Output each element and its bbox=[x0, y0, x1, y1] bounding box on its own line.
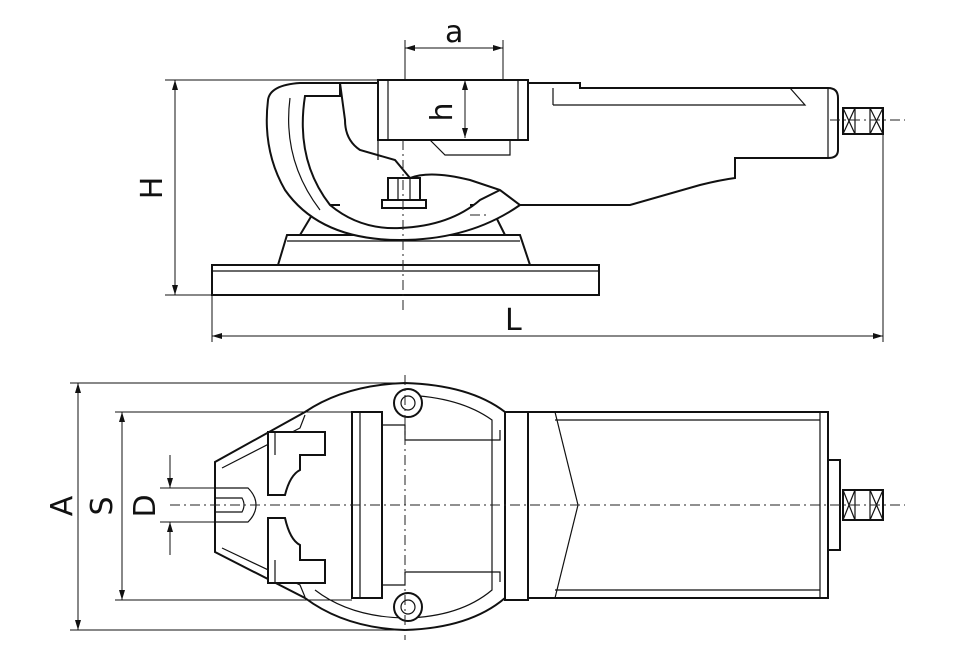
jaw-block bbox=[377, 79, 529, 141]
body-collar bbox=[504, 411, 529, 601]
dimensions-side bbox=[165, 40, 884, 342]
spindle-square-end-top bbox=[842, 489, 884, 521]
label-L: L bbox=[505, 303, 522, 338]
label-S: S bbox=[85, 496, 120, 515]
swivel-pedestal bbox=[276, 234, 532, 266]
label-a: a bbox=[445, 15, 463, 50]
label-A: A bbox=[45, 495, 80, 516]
tilt-arc-body bbox=[265, 82, 522, 242]
label-h: h bbox=[425, 102, 460, 121]
clamp-nut bbox=[381, 177, 427, 209]
bolt-bottom bbox=[393, 592, 423, 622]
label-H: H bbox=[135, 177, 170, 200]
bolt-top bbox=[393, 388, 423, 418]
spindle-square-end bbox=[842, 107, 884, 135]
label-D: D bbox=[128, 494, 163, 517]
side-view bbox=[211, 79, 905, 310]
dimensions-top bbox=[70, 382, 405, 631]
base-plate bbox=[211, 264, 600, 296]
jaw-supports bbox=[267, 431, 326, 584]
top-view bbox=[170, 375, 905, 640]
